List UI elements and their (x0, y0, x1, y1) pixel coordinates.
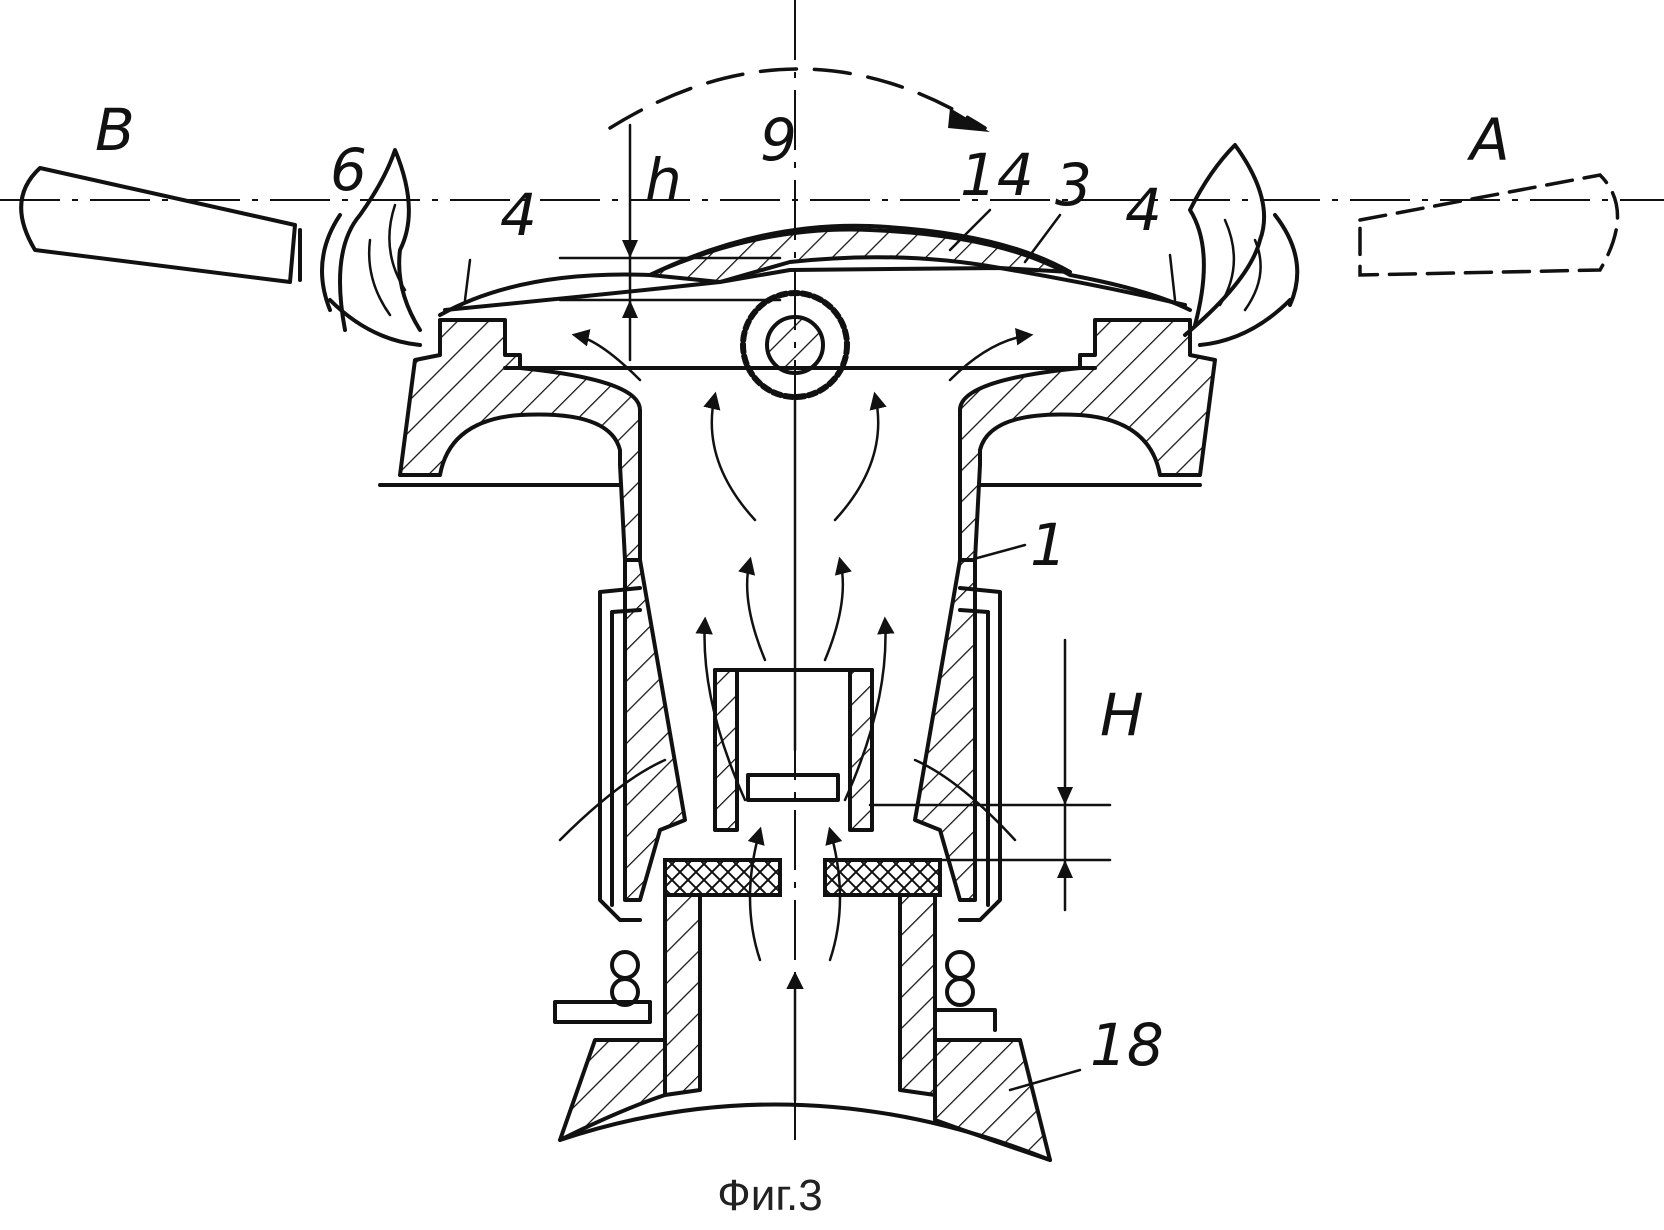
seal-right (945, 950, 975, 1007)
flame-right (1183, 143, 1300, 347)
label-body-1: 1 (1030, 511, 1067, 579)
label-dimension-H: H (1100, 681, 1144, 749)
label-position-A: A (1466, 106, 1510, 174)
label-gear-9: 9 (760, 106, 797, 174)
dimension-H (868, 638, 1112, 912)
rotation-arrow-head (948, 108, 990, 132)
label-port-4-right: 4 (1125, 176, 1162, 244)
flow-arrows (558, 328, 1034, 1102)
label-position-B: B (95, 96, 135, 164)
tube-left-wall (623, 558, 687, 902)
base-right-section (933, 1038, 1052, 1162)
base-bottom-curve (558, 1102, 1052, 1162)
nozzle-housing-right (848, 668, 874, 832)
leader-4-left (463, 258, 472, 302)
label-plate-3: 3 (1055, 151, 1092, 219)
head-left-section (398, 318, 643, 562)
label-base-18: 18 (1090, 1011, 1164, 1079)
inner-sleeve-left (610, 608, 642, 907)
leader-3 (1023, 213, 1062, 264)
leader-1 (968, 543, 1027, 562)
label-dimension-h: h (645, 146, 682, 214)
figure-caption: Фиг.3 (717, 1171, 822, 1220)
nozzle-insert (746, 773, 840, 802)
dimension-h (558, 123, 782, 362)
cap-section (648, 223, 1072, 284)
insulating-ring-right (823, 858, 942, 897)
handle-right-dashed (1358, 173, 1620, 277)
lower-pipe-right (898, 893, 937, 1097)
label-flame-6: 6 (330, 136, 367, 204)
seal-left (610, 950, 640, 1007)
lower-pipe-left (663, 893, 702, 1097)
flame-left (320, 148, 422, 347)
insulating-ring-left (663, 858, 782, 897)
leader-18 (1008, 1068, 1082, 1092)
label-port-4-left: 4 (500, 181, 537, 249)
label-cap-14: 14 (960, 141, 1034, 209)
side-tab-right (933, 1008, 997, 1032)
leader-14 (948, 208, 992, 252)
outer-sleeve-left (598, 586, 642, 922)
head-right-section (957, 318, 1217, 562)
inner-sleeve-right (958, 608, 990, 907)
rotation-arc (608, 67, 987, 130)
handle-left-solid (19, 166, 302, 284)
tube-right-wall (913, 558, 977, 902)
gear (740, 290, 850, 400)
side-tab (553, 1000, 652, 1024)
leader-4-right (1168, 253, 1177, 302)
outer-sleeve-right (958, 586, 1002, 922)
